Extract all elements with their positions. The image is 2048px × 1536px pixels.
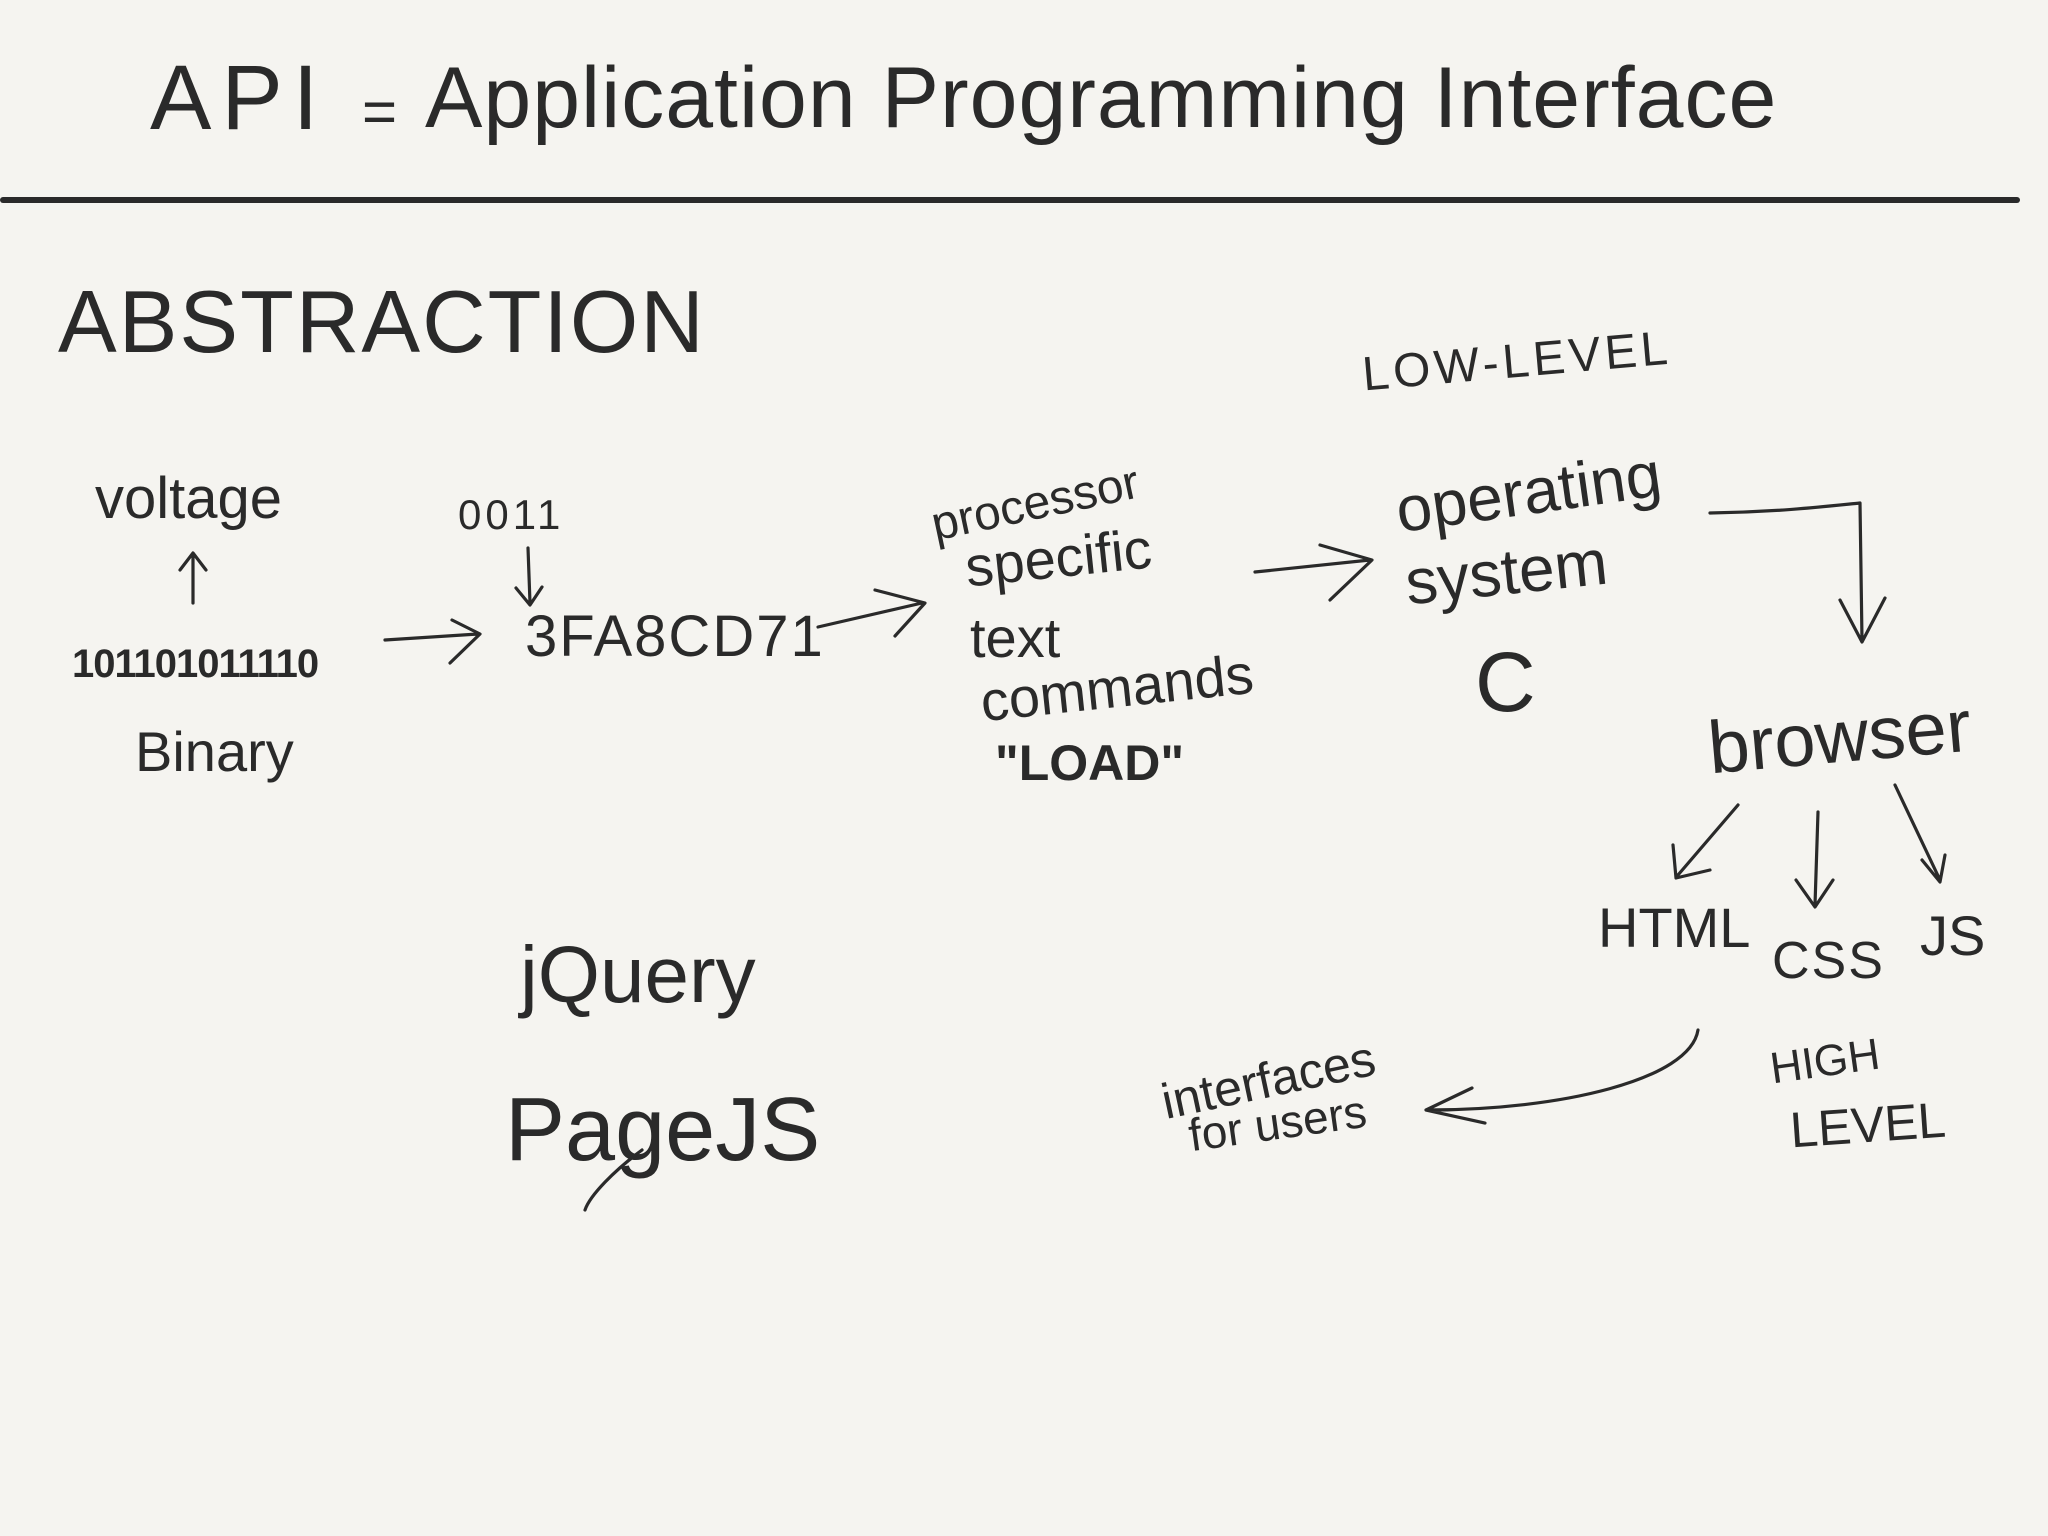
jquery-label: jQuery: [520, 930, 756, 1019]
title-acronym: API: [150, 47, 329, 149]
text-label: text: [970, 606, 1061, 669]
arrow-binary-to-hex: [383, 618, 482, 665]
arrow-binary-to-voltage: [178, 551, 208, 605]
arrow-hex-to-processor: [816, 588, 927, 638]
arrow-browser-to-html: [1671, 803, 1740, 880]
arrow-browser-to-js: [1893, 783, 1947, 884]
arrow-processor-to-os: [1253, 543, 1374, 602]
html-label: HTML: [1598, 896, 1751, 959]
load-label: "LOAD": [995, 735, 1185, 791]
arrow-bits-to-hex: [514, 546, 544, 607]
arrow-browser-to-css: [1794, 810, 1835, 909]
hex-value: 3FA8CD71: [525, 604, 825, 669]
css-label: CSS: [1772, 932, 1885, 990]
arrow-html-to-interfaces: [1424, 1028, 1700, 1125]
title-expansion: Application Programming Interface: [425, 50, 1778, 146]
pagejs-flourish: [583, 1148, 644, 1212]
js-label: JS: [1920, 904, 1986, 967]
arrow-os-to-browser: [1708, 501, 1887, 644]
section-heading: ABSTRACTION: [58, 272, 706, 371]
pagejs-label: PageJS: [505, 1080, 821, 1180]
c-language-label: C: [1475, 635, 1536, 729]
bits-label: 0011: [458, 491, 565, 538]
binary-label: Binary: [135, 720, 294, 783]
binary-digits: 101101011110: [72, 642, 319, 686]
voltage-label: voltage: [95, 466, 283, 531]
title-equals: =: [362, 78, 398, 145]
title-divider: [0, 197, 2020, 203]
